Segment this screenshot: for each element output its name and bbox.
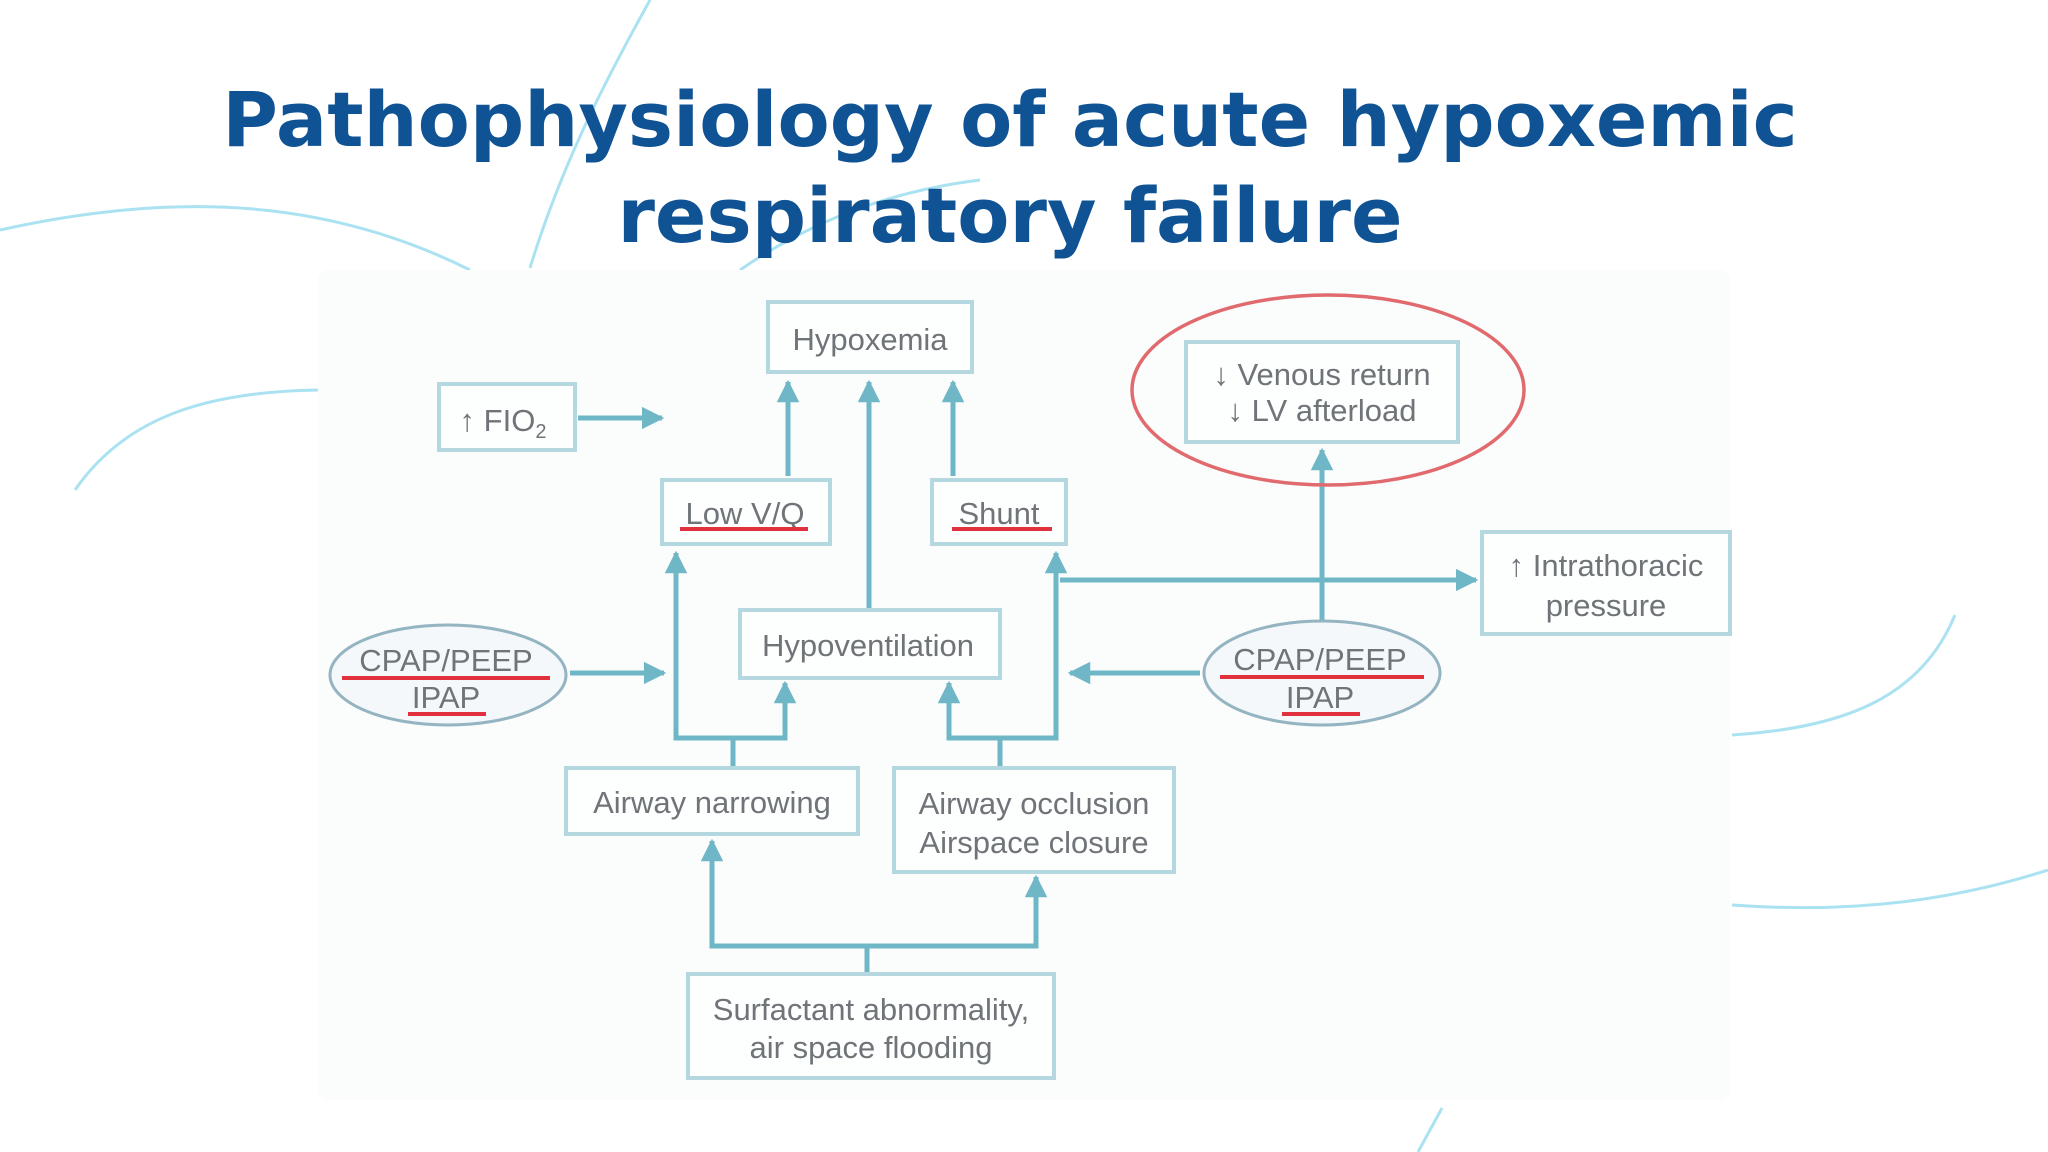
box-low-vq: Low V/Q [660,478,832,546]
box-surfactant: Surfactant abnormality, air space floodi… [686,972,1056,1080]
box-airway-narrowing: Airway narrowing [564,766,860,836]
oval-cpap-right: CPAP/PEEP IPAP [1202,619,1442,727]
label-airway-occlusion: Airway occlusion [919,786,1150,821]
deco-curve-right-bottom [1731,868,2048,910]
arrow-occlusion-to-hypoventilation [937,680,1003,766]
box-intrathoracic-pressure: ↑ Intrathoracic pressure [1480,530,1732,636]
label-intrathoracic: ↑ Intrathoracic [1509,548,1704,583]
slide-title-line-2: respiratory failure [617,171,1403,260]
arrow-surfactant-to-occlusion [867,874,1048,949]
arrow-narrowing-to-lowvq [664,550,736,766]
label-fio2: ↑ FIO2 [460,403,547,443]
deco-curve-diagonal [528,0,652,269]
box-airway-occlusion: Airway occlusion Airspace closure [892,766,1176,874]
label-venous-return: ↓ Venous return [1213,357,1430,392]
label-hypoventilation: Hypoventilation [762,628,974,663]
slide-title-line-1: Pathophysiology of acute hypoxemic [222,75,1798,164]
deco-curve-left-top [0,205,471,272]
label-cpap-right: CPAP/PEEP [1233,642,1406,677]
label-lv-afterload: ↓ LV afterload [1228,393,1417,428]
label-shunt: Shunt [958,496,1039,531]
label-air-space-flooding: air space flooding [750,1030,993,1065]
label-low-vq: Low V/Q [686,496,805,531]
label-ipap-left: IPAP [412,680,480,715]
oval-cpap-left: CPAP/PEEP IPAP [328,623,568,727]
arrow-occlusion-to-shunt [1000,550,1068,741]
label-airspace-closure: Airspace closure [919,825,1148,860]
label-airway-narrowing: Airway narrowing [593,785,831,820]
slide-title: Pathophysiology of acute hypoxemic respi… [220,72,1800,264]
deco-curve-title [739,178,981,272]
highlight-circle-venous-return [1130,293,1526,487]
box-hypoxemia: Hypoxemia [766,300,974,374]
box-venous-return: ↓ Venous return ↓ LV afterload [1184,340,1460,444]
label-hypoxemia: Hypoxemia [792,322,948,357]
arrow-surfactant-to-narrowing [700,838,870,972]
box-fio2: ↑ FIO2 [437,382,577,452]
deco-curve-bottom [1416,1107,1444,1152]
deco-curve-right-mid [1731,614,1957,737]
deco-curve-left-mid [73,388,319,491]
connectors [570,379,1479,972]
arrow-narrowing-to-hypoventilation [733,680,797,741]
box-shunt: Shunt [930,478,1068,546]
label-cpap-left: CPAP/PEEP [359,643,532,678]
label-surfactant: Surfactant abnormality, [713,992,1029,1027]
label-ipap-right: IPAP [1286,680,1354,715]
box-hypoventilation: Hypoventilation [738,608,1002,680]
label-pressure: pressure [1546,588,1667,623]
